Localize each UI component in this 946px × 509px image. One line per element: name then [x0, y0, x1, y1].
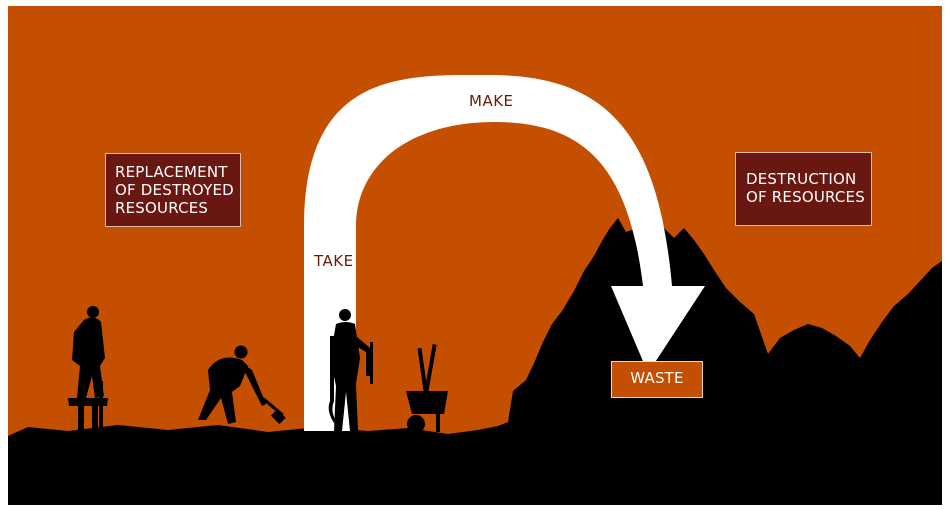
wheelbarrow-with-tools: [406, 344, 448, 433]
destruction-box-line: OF RESOURCES: [746, 188, 865, 206]
waste-mountain-silhouette: [8, 218, 942, 505]
worker-with-sledgehammer: [198, 345, 286, 425]
worker-with-jackhammer: [68, 306, 108, 431]
make-arrow: [304, 74, 705, 431]
diagram-canvas: MAKE TAKE REPLACEMENT OF DESTROYED RESOU…: [8, 6, 942, 505]
replacement-of-destroyed-resources-box: REPLACEMENT OF DESTROYED RESOURCES: [105, 153, 241, 227]
destruction-box-line: DESTRUCTION: [746, 170, 857, 188]
worker-with-rope: [328, 309, 373, 431]
destruction-of-resources-box: DESTRUCTION OF RESOURCES: [735, 152, 872, 226]
scene-svg: [8, 74, 942, 505]
waste-box: WASTE: [611, 361, 703, 398]
take-label: TAKE: [314, 252, 354, 270]
make-label: MAKE: [469, 92, 514, 110]
replacement-box-line: OF DESTROYED: [115, 181, 234, 199]
replacement-box-line: RESOURCES: [115, 199, 209, 217]
replacement-box-line: REPLACEMENT: [115, 163, 228, 181]
